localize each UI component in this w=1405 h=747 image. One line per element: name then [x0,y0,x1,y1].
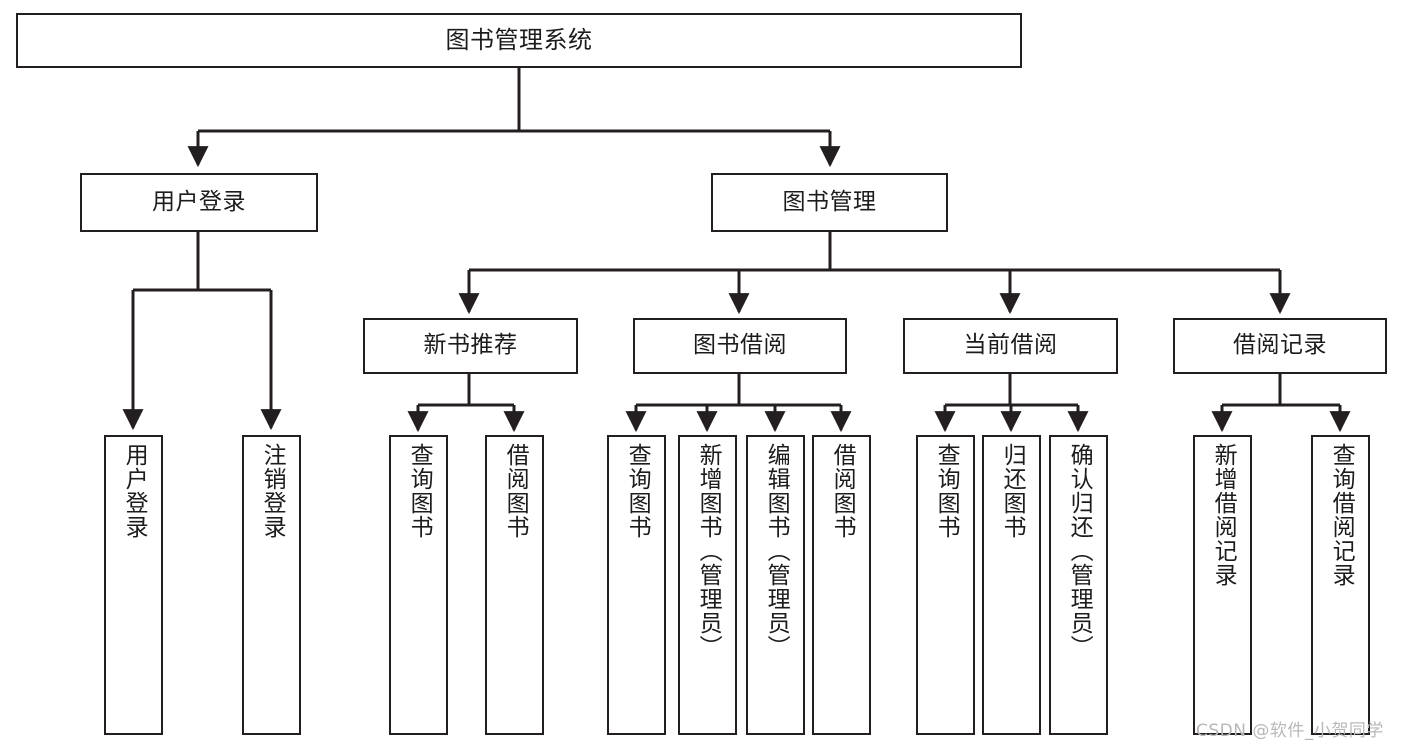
node-label: 图书管理系统 [445,26,593,55]
leaf-logout[interactable]: 注销登录 [242,435,301,735]
leaf-label: 查询借阅记录 [1328,443,1355,587]
node-label: 图书管理 [782,188,877,215]
leaf-borrow-book-recommend[interactable]: 借阅图书 [485,435,544,735]
node-label: 用户登录 [152,188,246,215]
node-borrow-record[interactable]: 借阅记录 [1173,318,1387,374]
node-book-management[interactable]: 图书管理 [711,173,948,232]
leaf-query-book-current[interactable]: 查询图书 [916,435,975,735]
node-label: 图书借阅 [693,332,787,359]
leaf-label: 查询图书 [406,443,433,539]
node-new-book-recommend[interactable]: 新书推荐 [363,318,578,374]
node-user-login[interactable]: 用户登录 [80,173,318,232]
leaf-label: 新增图书（管理员） [695,443,722,659]
watermark-text: CSDN @软件_小贺同学 [1196,721,1384,741]
leaf-label: 查询图书 [933,443,960,539]
node-label: 借阅记录 [1233,332,1327,359]
leaf-label: 注销登录 [259,443,286,539]
leaf-edit-book-admin[interactable]: 编辑图书（管理员） [746,435,805,735]
leaf-add-borrow-record[interactable]: 新增借阅记录 [1193,435,1252,735]
node-book-borrow[interactable]: 图书借阅 [633,318,847,374]
leaf-confirm-return-admin[interactable]: 确认归还（管理员） [1049,435,1108,735]
node-current-borrow[interactable]: 当前借阅 [903,318,1118,374]
leaf-add-book-admin[interactable]: 新增图书（管理员） [678,435,737,735]
leaf-query-borrow-record[interactable]: 查询借阅记录 [1311,435,1370,735]
leaf-return-book[interactable]: 归还图书 [982,435,1041,735]
leaf-user-login[interactable]: 用户登录 [104,435,163,735]
node-label: 当前借阅 [963,332,1058,359]
csdn-watermark: CSDN @软件_小贺同学 [1196,716,1384,741]
leaf-label: 新增借阅记录 [1210,443,1237,587]
leaf-label: 借阅图书 [502,443,529,539]
leaf-query-book-recommend[interactable]: 查询图书 [389,435,448,735]
leaf-label: 查询图书 [624,443,651,539]
leaf-label: 用户登录 [121,443,148,539]
leaf-borrow-book[interactable]: 借阅图书 [812,435,871,735]
leaf-label: 借阅图书 [829,443,856,539]
node-root-system[interactable]: 图书管理系统 [16,13,1022,68]
leaf-label: 归还图书 [999,443,1026,539]
leaf-label: 编辑图书（管理员） [763,443,790,659]
leaf-label: 确认归还（管理员） [1066,443,1093,659]
leaf-query-book-borrow[interactable]: 查询图书 [607,435,666,735]
node-label: 新书推荐 [423,332,518,359]
